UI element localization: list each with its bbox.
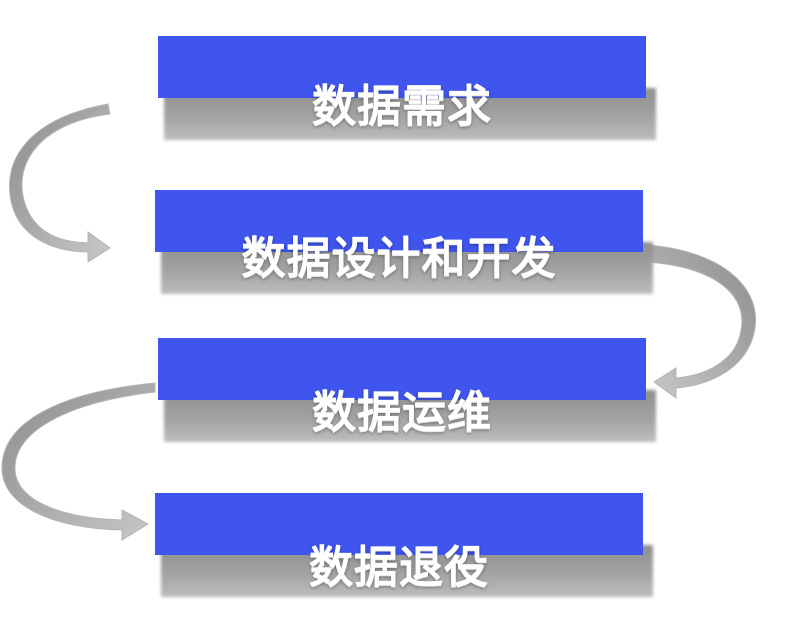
arrow-step3-to-step4 bbox=[1, 382, 156, 541]
step-bar bbox=[155, 190, 643, 252]
step-data-retirement: 数据退役 bbox=[155, 493, 653, 597]
step-label: 数据设计和开发 bbox=[241, 233, 557, 284]
arrow-step2-to-step3 bbox=[647, 244, 757, 399]
step-data-operations: 数据运维 bbox=[158, 338, 656, 442]
step-bar bbox=[158, 338, 646, 400]
step-label: 数据需求 bbox=[312, 81, 492, 132]
step-label: 数据运维 bbox=[312, 387, 492, 438]
step-bar bbox=[158, 36, 646, 98]
step-data-requirements: 数据需求 bbox=[158, 36, 656, 140]
arrow-step1-to-step2 bbox=[8, 103, 111, 263]
step-bar bbox=[155, 493, 643, 555]
step-label: 数据退役 bbox=[309, 542, 489, 593]
step-data-design-development: 数据设计和开发 bbox=[155, 190, 653, 294]
